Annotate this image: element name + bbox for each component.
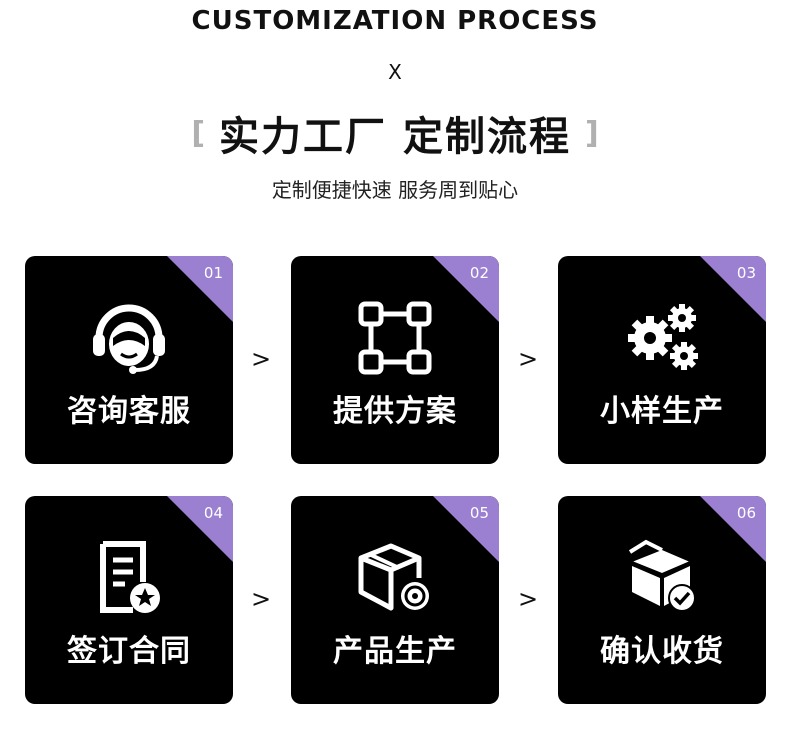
gears-icon	[628, 304, 698, 370]
step-label: 产品生产	[333, 634, 457, 669]
step-number: 05	[469, 504, 489, 522]
corner-badge	[700, 496, 766, 562]
step-label: 咨询客服	[67, 394, 191, 429]
step-card-01: 01 咨询客服	[25, 256, 233, 464]
diagram-nodes-icon	[358, 301, 432, 375]
corner-badge	[167, 256, 233, 322]
corner-badge	[433, 256, 499, 322]
headset-agent-icon	[93, 304, 165, 374]
corner-badge	[167, 496, 233, 562]
step-card-02: 02 提供方案	[291, 256, 499, 464]
box-gear-icon	[358, 543, 429, 611]
page-title-row: [ 实力工厂 定制流程 ]	[0, 104, 790, 162]
step-number: 04	[203, 504, 223, 522]
contract-document-icon	[100, 541, 160, 613]
next-arrow: >	[250, 345, 272, 373]
page-subtitle: 定制便捷快速 服务周到贴心	[271, 178, 519, 202]
page-title-cn: 实力工厂 定制流程	[219, 114, 571, 160]
step-card-06: 06 确认收货	[558, 496, 766, 704]
step-label: 提供方案	[333, 394, 457, 429]
step-card-05: 05 产品生产	[291, 496, 499, 704]
step-number: 02	[469, 264, 489, 282]
step-label: 小样生产	[600, 394, 724, 429]
step-number: 01	[203, 264, 223, 282]
box-check-icon	[628, 539, 696, 612]
page-title-en: CUSTOMIZATION PROCESS	[191, 6, 599, 36]
step-number: 03	[736, 264, 756, 282]
corner-badge	[433, 496, 499, 562]
step-number: 06	[736, 504, 756, 522]
step-label: 签订合同	[67, 634, 191, 669]
x-separator: X	[388, 60, 402, 84]
next-arrow: >	[517, 585, 539, 613]
next-arrow: >	[517, 345, 539, 373]
step-card-03: 03 小样生产	[558, 256, 766, 464]
next-arrow: >	[250, 585, 272, 613]
step-card-04: 04 签订合同	[25, 496, 233, 704]
corner-badge	[700, 256, 766, 322]
left-bracket: [	[191, 115, 206, 151]
right-bracket: ]	[584, 115, 599, 151]
step-label: 确认收货	[600, 634, 724, 669]
